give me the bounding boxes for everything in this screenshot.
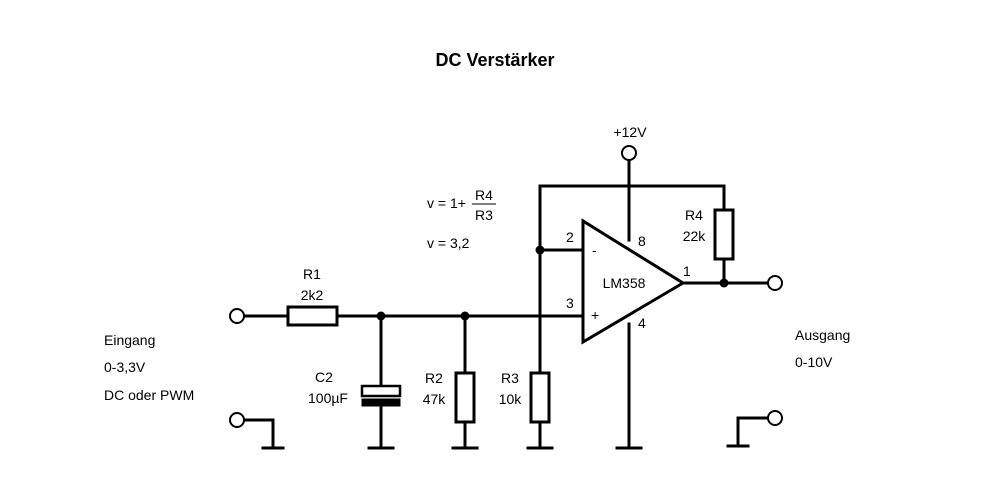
input-terminal: [229, 308, 245, 324]
resistor-r3: [529, 371, 551, 424]
r3-name: R3: [501, 370, 519, 386]
pin-2-label: 2: [566, 229, 574, 245]
r1-name: R1: [303, 266, 321, 282]
input-ground-terminal: [229, 412, 245, 428]
r4-name: R4: [685, 207, 703, 223]
formula-prefix: v = 1+: [427, 195, 466, 211]
resistor-r2: [454, 371, 476, 424]
output-terminal: [767, 275, 783, 291]
input-range: 0-3,3V: [104, 359, 146, 375]
pin-8-label: 8: [638, 233, 646, 249]
r3-value: 10k: [499, 391, 523, 407]
input-type: DC oder PWM: [104, 387, 194, 403]
supply-terminal: [621, 145, 637, 161]
c2-value: 100µF: [308, 390, 348, 406]
opamp-plus-sign: +: [591, 307, 599, 323]
output-label: Ausgang: [795, 327, 850, 343]
supply-label: +12V: [613, 124, 647, 140]
capacitor-c2: [360, 384, 402, 407]
input-label: Eingang: [104, 332, 155, 348]
formula-numerator: R4: [475, 187, 493, 203]
gain-value: v = 3,2: [427, 235, 470, 251]
gain-formula: v = 1+ R4 R3: [427, 187, 496, 223]
r2-value: 47k: [423, 391, 447, 407]
r2-name: R2: [425, 370, 443, 386]
r1-value: 2k2: [301, 287, 324, 303]
resistor-r1: [286, 305, 339, 327]
output-ground-terminal: [767, 410, 783, 426]
resistor-r4: [713, 208, 735, 261]
pin-1-label: 1: [683, 263, 691, 279]
pin-4-label: 4: [638, 315, 646, 331]
opamp-lm358: [581, 218, 686, 345]
opamp-name: LM358: [603, 275, 646, 291]
r4-value: 22k: [683, 228, 707, 244]
opamp-minus-sign: -: [592, 242, 597, 258]
formula-denominator: R3: [475, 207, 493, 223]
junction-dots: [376, 245, 729, 321]
diagram-title: DC Verstärker: [435, 50, 554, 70]
pin-3-label: 3: [566, 295, 574, 311]
output-range: 0-10V: [795, 354, 833, 370]
c2-name: C2: [315, 369, 333, 385]
